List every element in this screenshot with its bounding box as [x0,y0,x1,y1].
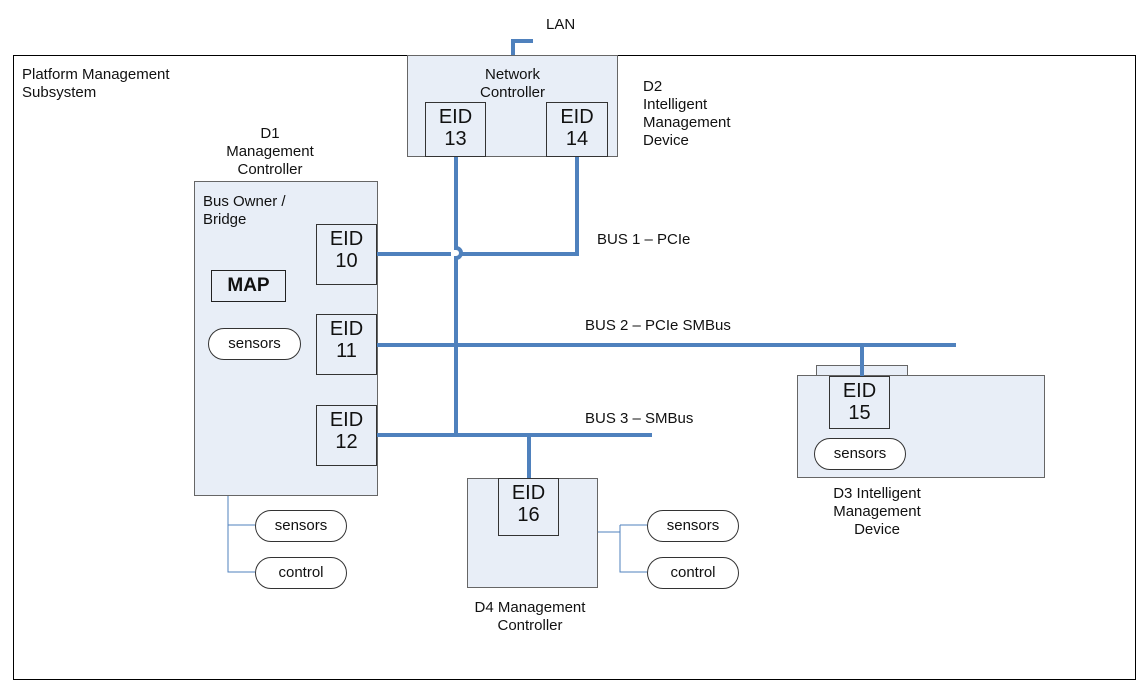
bus2-label: BUS 2 – PCIe SMBus [585,317,731,334]
d1-control-pill: control [255,557,347,589]
d1-external-sensors-pill: sensors [255,510,347,542]
bus3-label: BUS 3 – SMBus [585,410,694,427]
d1-sensors-pill: sensors [208,328,301,360]
lan-connector-line [511,39,533,55]
d4-external-connector-lines [598,524,647,573]
lan-label: LAN [546,16,576,33]
map-block: MAP [211,270,286,302]
bus1-label: BUS 1 – PCIe [597,231,691,248]
bus1-line [377,157,579,256]
d1-external-connector-lines [227,496,255,573]
eid13-trunk-line [454,157,463,435]
d4-sensors-pill: sensors [647,510,739,542]
bus-owner-label: Bus Owner /Bridge [203,193,286,228]
d4-control-pill: control [647,557,739,589]
d3-sensors-pill: sensors [814,438,906,470]
